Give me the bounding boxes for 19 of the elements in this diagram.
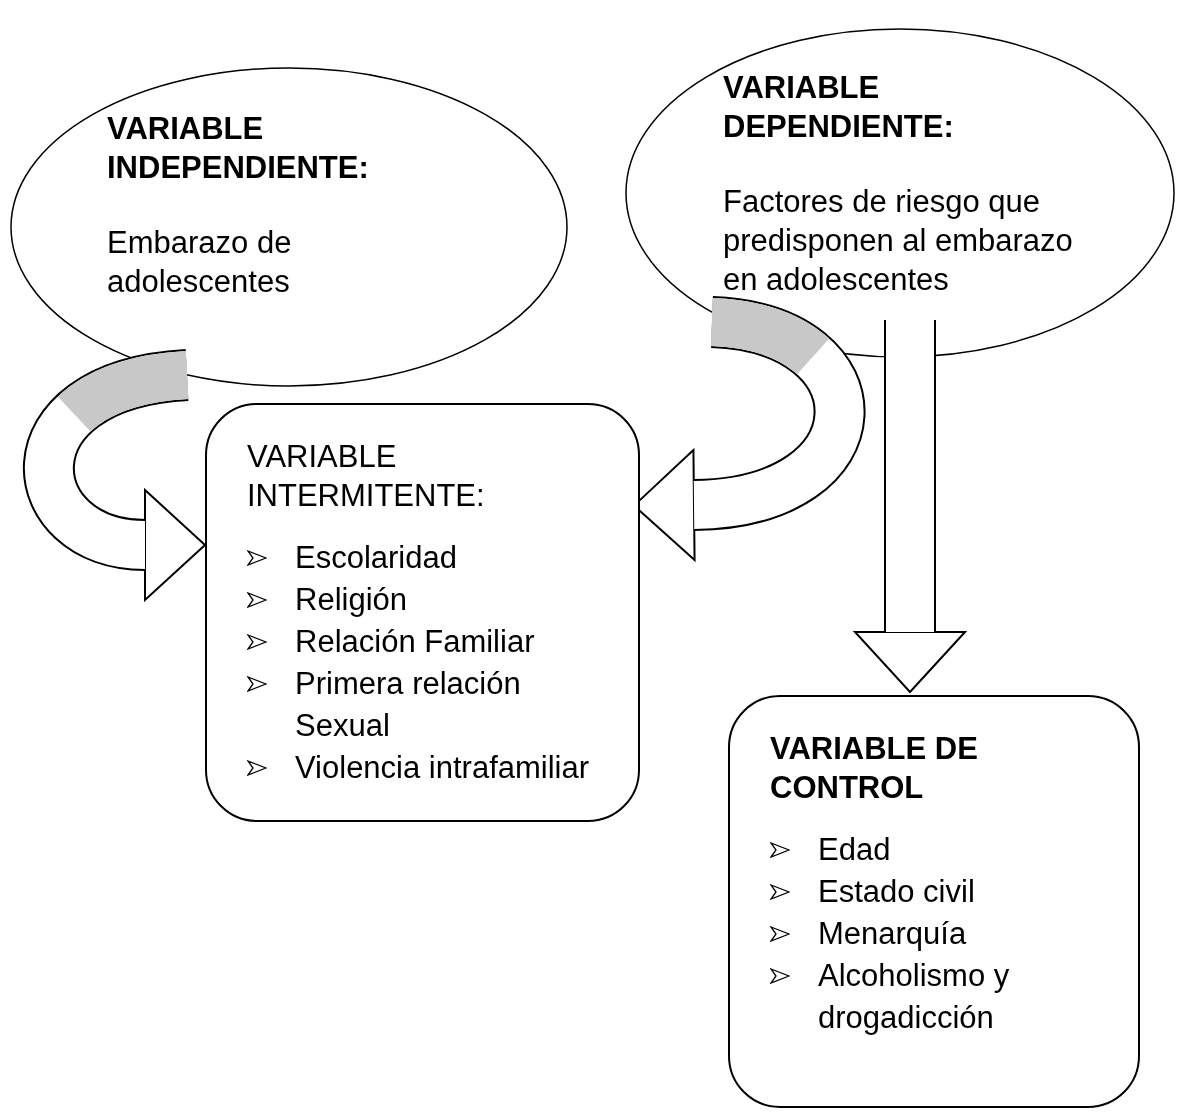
list-item: Religión xyxy=(295,581,407,619)
variable-heading: VARIABLE DE CONTROL xyxy=(770,730,979,807)
list-item: Escolaridad xyxy=(295,539,457,577)
variable-heading: VARIABLE INTERMITENTE: xyxy=(247,438,486,515)
variable-heading: VARIABLE INDEPENDIENTE: xyxy=(107,110,370,187)
ellipse-node xyxy=(625,28,1175,358)
list-item: Menarquía xyxy=(818,915,967,953)
rounded-box xyxy=(728,695,1140,1108)
variable-description: Embarazo de adolescentes xyxy=(107,224,293,301)
list-item: Alcoholismo y drogadicción xyxy=(818,957,1011,1037)
list-item: Edad xyxy=(818,831,891,869)
ellipse-node xyxy=(10,67,568,387)
variable-heading: VARIABLE DEPENDIENTE: xyxy=(723,69,955,146)
variable-description: Factores de riesgo que predisponen al embarazo en adolescentes xyxy=(723,183,1074,299)
list-item: Relación Familiar xyxy=(295,623,535,661)
list-item: Violencia intrafamiliar xyxy=(295,749,590,787)
list-item: Estado civil xyxy=(818,873,975,911)
rounded-box xyxy=(205,403,640,822)
list-item: Primera relación Sexual xyxy=(295,665,522,745)
